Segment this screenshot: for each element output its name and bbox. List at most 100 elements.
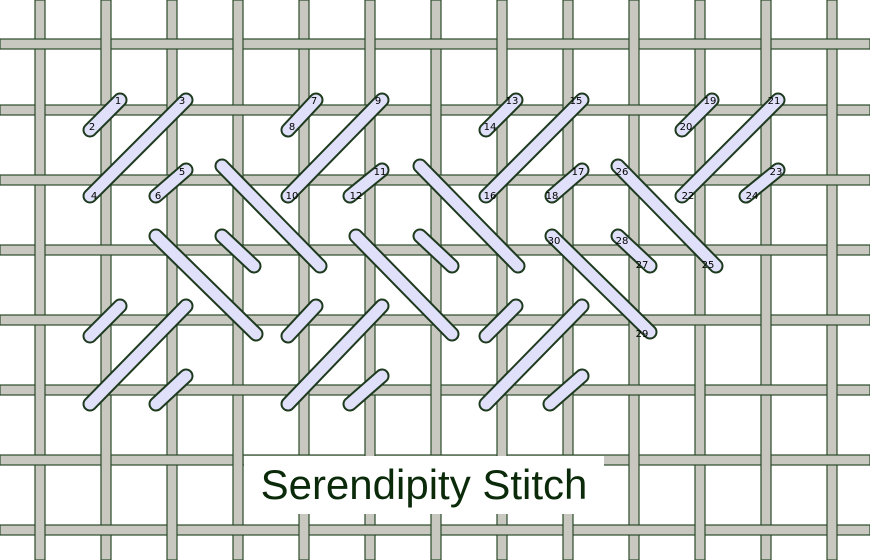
stitch [344, 370, 388, 410]
vertical-threads [34, 0, 838, 560]
stitch-number-label: 14 [484, 122, 497, 133]
stitch-number-label: 9 [375, 96, 381, 107]
stitch [544, 370, 588, 410]
stitch-number-label: 28 [616, 236, 629, 247]
stitch [350, 230, 458, 340]
stitches [82, 92, 786, 412]
stitch [612, 160, 722, 272]
stitch-number-label: 21 [768, 96, 781, 107]
thread-crossing [628, 525, 640, 535]
thread-crossing [760, 245, 772, 255]
stitch [740, 164, 784, 202]
stitch-number-label: 4 [91, 191, 97, 202]
stitch [84, 300, 126, 342]
vertical-thread [562, 0, 574, 560]
vertical-thread [34, 0, 46, 560]
stitch-number-label: 18 [546, 191, 559, 202]
stitch [216, 230, 260, 272]
stitch-number-label: 17 [572, 167, 585, 178]
stitch-number-label: 3 [179, 96, 185, 107]
thread-crossing [562, 39, 574, 49]
thread-crossing [232, 385, 244, 395]
stitch-number-label: 13 [506, 96, 519, 107]
thread-crossing [34, 39, 46, 49]
thread-crossing [760, 385, 772, 395]
thread-crossing [232, 525, 244, 535]
thread-crossing [694, 315, 706, 325]
stitch-number-label: 30 [548, 236, 561, 247]
thread-crossing [760, 525, 772, 535]
stitch-number-label: 24 [746, 191, 759, 202]
vertical-thread [496, 0, 508, 560]
vertical-thread [694, 0, 706, 560]
stitch [414, 160, 524, 272]
thread-crossing [826, 455, 838, 465]
thread-crossing [694, 39, 706, 49]
stitch-number-label: 8 [289, 122, 295, 133]
thread-crossing [826, 175, 838, 185]
title-box: Serendipity Stitch [244, 456, 604, 514]
stitch [282, 300, 322, 342]
stitch [676, 94, 718, 136]
stitch [480, 94, 588, 202]
vertical-thread [166, 0, 178, 560]
thread-crossing [166, 455, 178, 465]
stitch-number-labels: 1234567891011121314151617181920212223242… [89, 96, 783, 340]
stitch-number-label: 19 [704, 96, 717, 107]
stitch-number-label: 23 [770, 167, 783, 178]
vertical-thread [298, 0, 310, 560]
stitch [84, 300, 192, 410]
stitch-number-label: 1 [115, 96, 121, 107]
stitch [546, 164, 588, 202]
stitch-number-label: 11 [374, 167, 387, 178]
stitch [612, 230, 656, 272]
vertical-thread [760, 0, 772, 560]
stitch [216, 160, 326, 272]
vertical-thread [364, 0, 376, 560]
stitch [676, 94, 784, 202]
thread-crossing [826, 39, 838, 49]
stitch [150, 230, 262, 340]
stitch [150, 164, 192, 202]
thread-crossing [232, 105, 244, 115]
thread-crossing [628, 385, 640, 395]
stitch-number-label: 20 [680, 122, 693, 133]
stitch [282, 300, 388, 410]
thread-crossing [628, 105, 640, 115]
thread-crossing [166, 39, 178, 49]
thread-crossing [298, 39, 310, 49]
thread-crossing [496, 525, 508, 535]
stitch-number-label: 2 [89, 122, 95, 133]
vertical-thread [430, 0, 442, 560]
stitch-number-label: 6 [155, 191, 161, 202]
thread-crossing [34, 315, 46, 325]
stitch-number-label: 5 [179, 167, 185, 178]
vertical-thread [100, 0, 112, 560]
stitch-number-label: 7 [311, 96, 317, 107]
thread-crossing [364, 525, 376, 535]
thread-crossing [430, 39, 442, 49]
stitch-number-label: 16 [484, 191, 497, 202]
stitch [480, 94, 522, 136]
thread-crossing [100, 525, 112, 535]
vertical-thread [826, 0, 838, 560]
thread-crossing [34, 455, 46, 465]
stitch-number-label: 22 [682, 191, 695, 202]
stitch-number-label: 15 [570, 96, 583, 107]
stitch-number-label: 25 [702, 260, 715, 271]
stitch-number-label: 29 [636, 329, 649, 340]
stitch [150, 370, 192, 410]
stitch [282, 94, 388, 202]
stitch [546, 230, 656, 338]
thread-crossing [826, 315, 838, 325]
stitch [480, 300, 522, 342]
stitch-number-label: 26 [616, 167, 629, 178]
stitch-number-label: 10 [286, 191, 299, 202]
stitch [414, 230, 458, 272]
stitch [282, 94, 322, 136]
stitch [344, 164, 388, 202]
stitch-number-label: 27 [636, 260, 649, 271]
stitch [480, 300, 588, 410]
thread-crossing [34, 175, 46, 185]
